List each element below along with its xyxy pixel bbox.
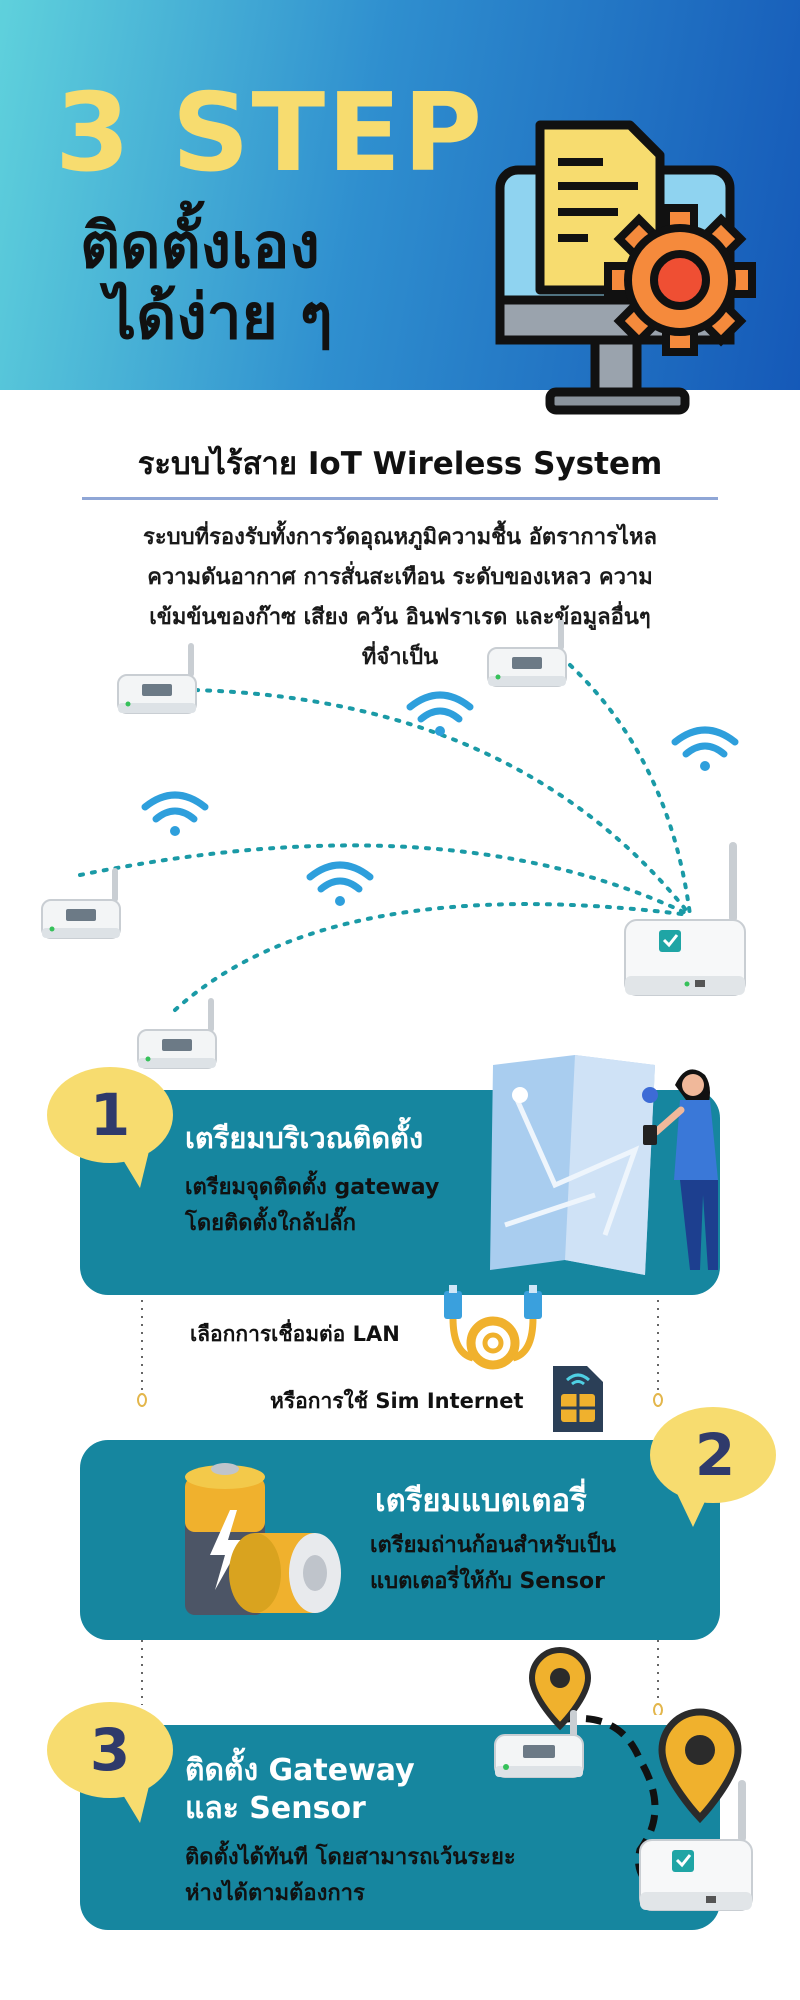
hero-subtitle: ติดตั้งเอง ได้ง่าย ๆ xyxy=(80,210,333,353)
title-line: ติดตั้ง Gateway xyxy=(185,1753,415,1788)
step-2-description: เตรียมถ่านก้อนสำหรับเป็น แบตเตอรี่ให้กับ… xyxy=(370,1528,616,1600)
computer-settings-icon xyxy=(495,120,756,415)
step-1-number: 1 xyxy=(89,1081,131,1149)
desc-line: แบตเตอรี่ให้กับ Sensor xyxy=(370,1569,605,1594)
connection-line xyxy=(78,843,692,917)
gateway-device-icon xyxy=(639,1780,753,1911)
section-description: ระบบที่รองรับทั้งการวัดอุณหภูมิความชื้น … xyxy=(75,518,725,678)
step-2-number: 2 xyxy=(694,1421,736,1489)
desc-line: ติดตั้งได้ทันที โดยสามารถเว้นระยะ xyxy=(185,1845,516,1870)
step-1-description: เตรียมจุดติดตั้ง gateway โดยติดตั้งใกล้ป… xyxy=(185,1170,439,1242)
step-2-title: เตรียมแบตเตอรี่ xyxy=(375,1483,587,1519)
desc-line: โดยติดตั้งใกล้ปลั๊ก xyxy=(185,1211,356,1236)
wifi-icon xyxy=(141,791,209,836)
location-pin-icon xyxy=(528,1646,592,1731)
hero-title: 3 STEP xyxy=(55,71,485,196)
desc-line: ความดันอากาศ การสั่นสะเทือน ระดับของเหลว… xyxy=(147,565,653,590)
desc-line: ห่างได้ตามต้องการ xyxy=(185,1881,365,1906)
map-person-illustration xyxy=(490,1055,718,1275)
sensor-device-icon xyxy=(487,620,567,687)
gateway-device-icon xyxy=(624,842,746,996)
sensor-device-icon xyxy=(41,868,121,939)
sensor-device-icon xyxy=(117,643,197,714)
sensor-device-icon xyxy=(494,1710,584,1778)
step-3-title: ติดตั้ง Gateway และ Sensor xyxy=(185,1752,415,1828)
step-1-bubble xyxy=(47,1067,173,1188)
step-2-bubble xyxy=(650,1407,776,1527)
desc-line: เตรียมถ่านก้อนสำหรับเป็น xyxy=(370,1533,616,1558)
step-3-card xyxy=(80,1725,720,1930)
connector-lines xyxy=(137,1300,663,1715)
desc-line: เตรียมจุดติดตั้ง gateway xyxy=(185,1175,440,1200)
battery-icon xyxy=(185,1463,341,1615)
hero-subtitle-line2: ได้ง่าย ๆ xyxy=(105,280,333,354)
title-line: และ Sensor xyxy=(185,1791,366,1826)
lan-option-label: เลือกการเชื่อมต่อ LAN xyxy=(190,1322,400,1346)
desc-line: เข้มข้นของก๊าซ เสียง ควัน อินฟราเรด และข… xyxy=(149,605,651,630)
step-3-bubble xyxy=(47,1702,173,1823)
connection-line xyxy=(193,688,692,917)
title-divider xyxy=(82,497,718,500)
step-3-description: ติดตั้งได้ทันที โดยสามารถเว้นระยะ ห่างได… xyxy=(185,1840,516,1912)
step-1-title: เตรียมบริเวณติดตั้ง xyxy=(185,1121,424,1155)
connection-line xyxy=(568,663,692,917)
sim-option-label: หรือการใช้ Sim Internet xyxy=(270,1389,524,1413)
network-diagram xyxy=(41,620,746,1069)
connection-line xyxy=(173,902,692,1012)
step-3-number: 3 xyxy=(89,1716,131,1784)
lan-cable-icon xyxy=(444,1285,542,1370)
wifi-icon xyxy=(671,726,739,771)
location-pin-icon xyxy=(658,1708,742,1824)
wifi-icon xyxy=(306,861,374,906)
desc-line: ที่จำเป็น xyxy=(361,645,439,670)
desc-line: ระบบที่รองรับทั้งการวัดอุณหภูมิความชื้น … xyxy=(143,525,657,550)
section-title: ระบบไร้สาย IoT Wireless System xyxy=(137,446,663,482)
sim-card-icon xyxy=(553,1366,603,1432)
wifi-icon xyxy=(406,691,474,736)
install-route-illustration xyxy=(494,1646,753,1911)
sensor-device-icon xyxy=(137,998,217,1069)
hero-subtitle-line1: ติดตั้งเอง xyxy=(80,209,320,282)
